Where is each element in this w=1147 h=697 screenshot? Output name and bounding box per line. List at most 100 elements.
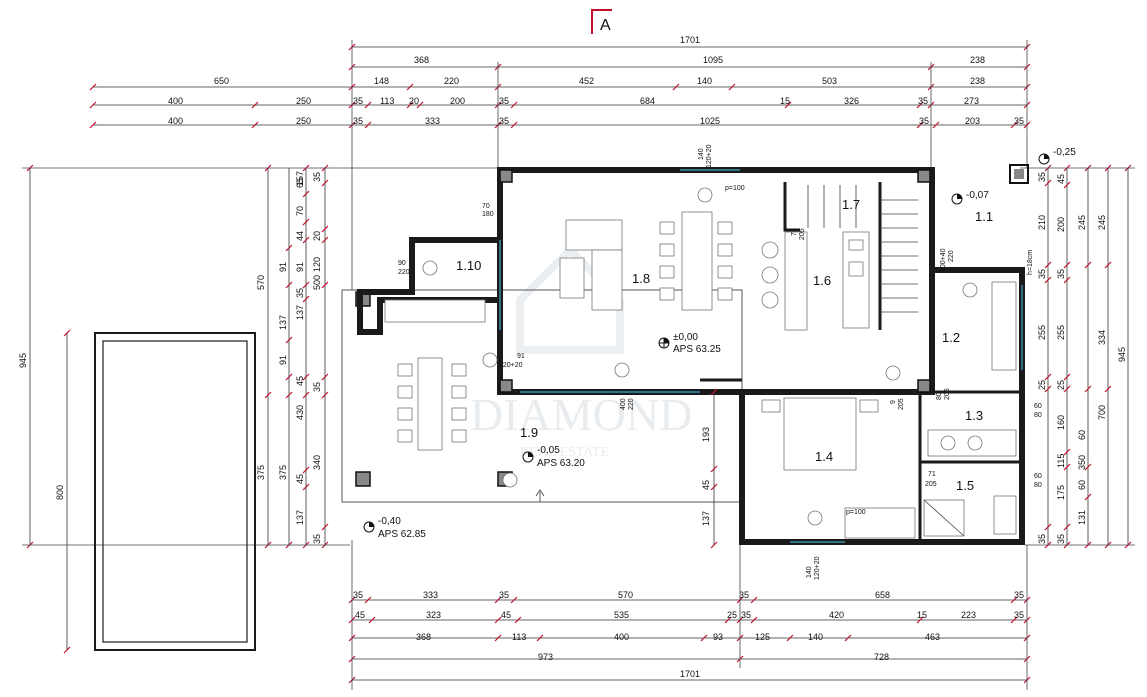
dim-bot3-113: 113	[512, 632, 526, 642]
dim-bot2-323: 323	[426, 610, 441, 620]
dim-top-326: 326	[844, 96, 859, 106]
dim-right-700: 700	[1097, 405, 1107, 420]
dims-left: 945 800 570 375 91 91 375 137 65 70 44 9…	[18, 164, 500, 654]
dim-right-60b: 60	[1077, 480, 1087, 490]
ann-door-110a: 90	[398, 260, 406, 267]
ann-w18b: 180	[482, 211, 494, 218]
dim-left-375b: 375	[278, 465, 288, 480]
dim-top-503: 503	[822, 76, 837, 86]
dim-left-91b: 91	[278, 355, 288, 365]
dim-top-15: 15	[780, 96, 790, 106]
ann-d13a: 80	[936, 392, 943, 400]
ann-w18a: 70	[482, 203, 490, 210]
furniture	[384, 185, 1017, 539]
ann-137: 137	[701, 511, 711, 526]
ann-wide-a: 400	[620, 398, 627, 410]
ann-p100b: p=100	[846, 509, 866, 516]
dim-right-35e: 35	[1056, 534, 1066, 544]
dining-table	[681, 211, 713, 311]
dim-left-120: 120	[312, 257, 322, 272]
dim-top2-203: 203	[965, 116, 980, 126]
dim-bot5-1701: 1701	[680, 669, 700, 679]
watermark-brand: DIAMOND	[470, 389, 692, 440]
level-entry: -0,07	[966, 190, 989, 201]
dim-bot-35a: 35	[353, 590, 363, 600]
dims-top: 1701 368 1095 238 650 148 220 452 140 50…	[89, 35, 1031, 290]
dim-right-334: 334	[1097, 330, 1107, 345]
ann-w15a: 60	[1034, 473, 1042, 480]
dim-top-400: 400	[168, 96, 183, 106]
dim-bot2-535: 535	[614, 610, 629, 620]
room-1-2: 1.2	[942, 330, 960, 345]
ann-win-top2: 120+20	[706, 144, 713, 168]
dim-bot3-140: 140	[808, 632, 823, 642]
room-1-4: 1.4	[815, 449, 833, 464]
dims-bottom: 35 333 35 570 35 658 35 45 323 45 535 25…	[348, 540, 1031, 690]
dim-bot2-45b: 45	[501, 610, 511, 620]
ann-w13a: 60	[1034, 403, 1042, 410]
dim-bot3-400: 400	[614, 632, 629, 642]
ann-d15b: 205	[925, 481, 937, 488]
dim-bot4-973: 973	[538, 652, 553, 662]
annotations: 140 120+20 p=100 90 220 70 180 91 220+20…	[398, 144, 1042, 580]
level-terrace: -0,05	[537, 445, 560, 456]
ann-wide-b: 220	[628, 398, 635, 410]
dim-right-131: 131	[1077, 510, 1087, 525]
dim-bot-35b: 35	[499, 590, 509, 600]
dim-bot3-463: 463	[925, 632, 940, 642]
room-1-7: 1.7	[842, 197, 860, 212]
light-icon	[697, 187, 713, 203]
dim-top-1095: 1095	[703, 55, 723, 65]
dim-bot-333: 333	[423, 590, 438, 600]
watermark: DIAMOND REAL ESTATE	[470, 244, 692, 460]
dim-top-238: 238	[970, 55, 985, 65]
ann-d13b: 205	[944, 388, 951, 400]
ann-w15b: 80	[1034, 482, 1042, 489]
dim-top-35b: 35	[499, 96, 509, 106]
dim-left-570: 570	[256, 275, 266, 290]
dim-bot3-125: 125	[755, 632, 770, 642]
dim-bot3-93: 93	[713, 632, 723, 642]
dim-top-684: 684	[640, 96, 655, 106]
dim-right-245b: 245	[1097, 215, 1107, 230]
dim-top-35c: 35	[918, 96, 928, 106]
dim-left-20: 20	[312, 231, 322, 241]
dim-left-137a: 137	[278, 315, 288, 330]
ann-193: 193	[701, 427, 711, 442]
dim-right-945: 945	[1117, 347, 1127, 362]
level-main-aps: APS 63.25	[673, 344, 721, 355]
ann-w13b: 80	[1034, 412, 1042, 419]
dim-top-35a: 35	[353, 96, 363, 106]
dim-bot2-45a: 45	[355, 610, 365, 620]
room-1-10: 1.10	[456, 258, 481, 273]
dims-right: 35 210 35 255 25 35 45 200 35 255 25 160…	[1020, 164, 1135, 549]
ann-door-19a: 91	[517, 353, 525, 360]
dim-top2-35a: 35	[353, 116, 363, 126]
dim-top-650: 650	[214, 76, 229, 86]
dim-right-210: 210	[1037, 215, 1047, 230]
room-1-5: 1.5	[956, 478, 974, 493]
dim-right-200: 200	[1056, 217, 1066, 232]
dim-left-35b: 35	[312, 172, 322, 182]
ann-door-19b: 220+20	[499, 362, 523, 369]
dim-top2-1025: 1025	[700, 116, 720, 126]
ann-d14a: 9	[890, 400, 897, 404]
dim-top-1701: 1701	[680, 35, 700, 45]
dim-left-70: 70	[295, 206, 305, 216]
pool	[94, 332, 256, 651]
ann-k205: 205	[799, 228, 806, 240]
ann-win-top: 140	[698, 148, 705, 160]
dim-top2-35d: 35	[1014, 116, 1024, 126]
dim-top-20: 20	[409, 96, 419, 106]
sofa	[565, 219, 623, 251]
room-1-9: 1.9	[520, 425, 538, 440]
dim-top2-400: 400	[168, 116, 183, 126]
ann-stair: h=18cm	[1027, 250, 1034, 275]
dim-left-137c: 137	[295, 510, 305, 525]
dim-right-25b: 25	[1056, 380, 1066, 390]
dim-left-800: 800	[55, 485, 65, 500]
dim-bot-658: 658	[875, 590, 890, 600]
ann-d14b: 205	[898, 398, 905, 410]
ann-win-bot: 140	[806, 566, 813, 578]
